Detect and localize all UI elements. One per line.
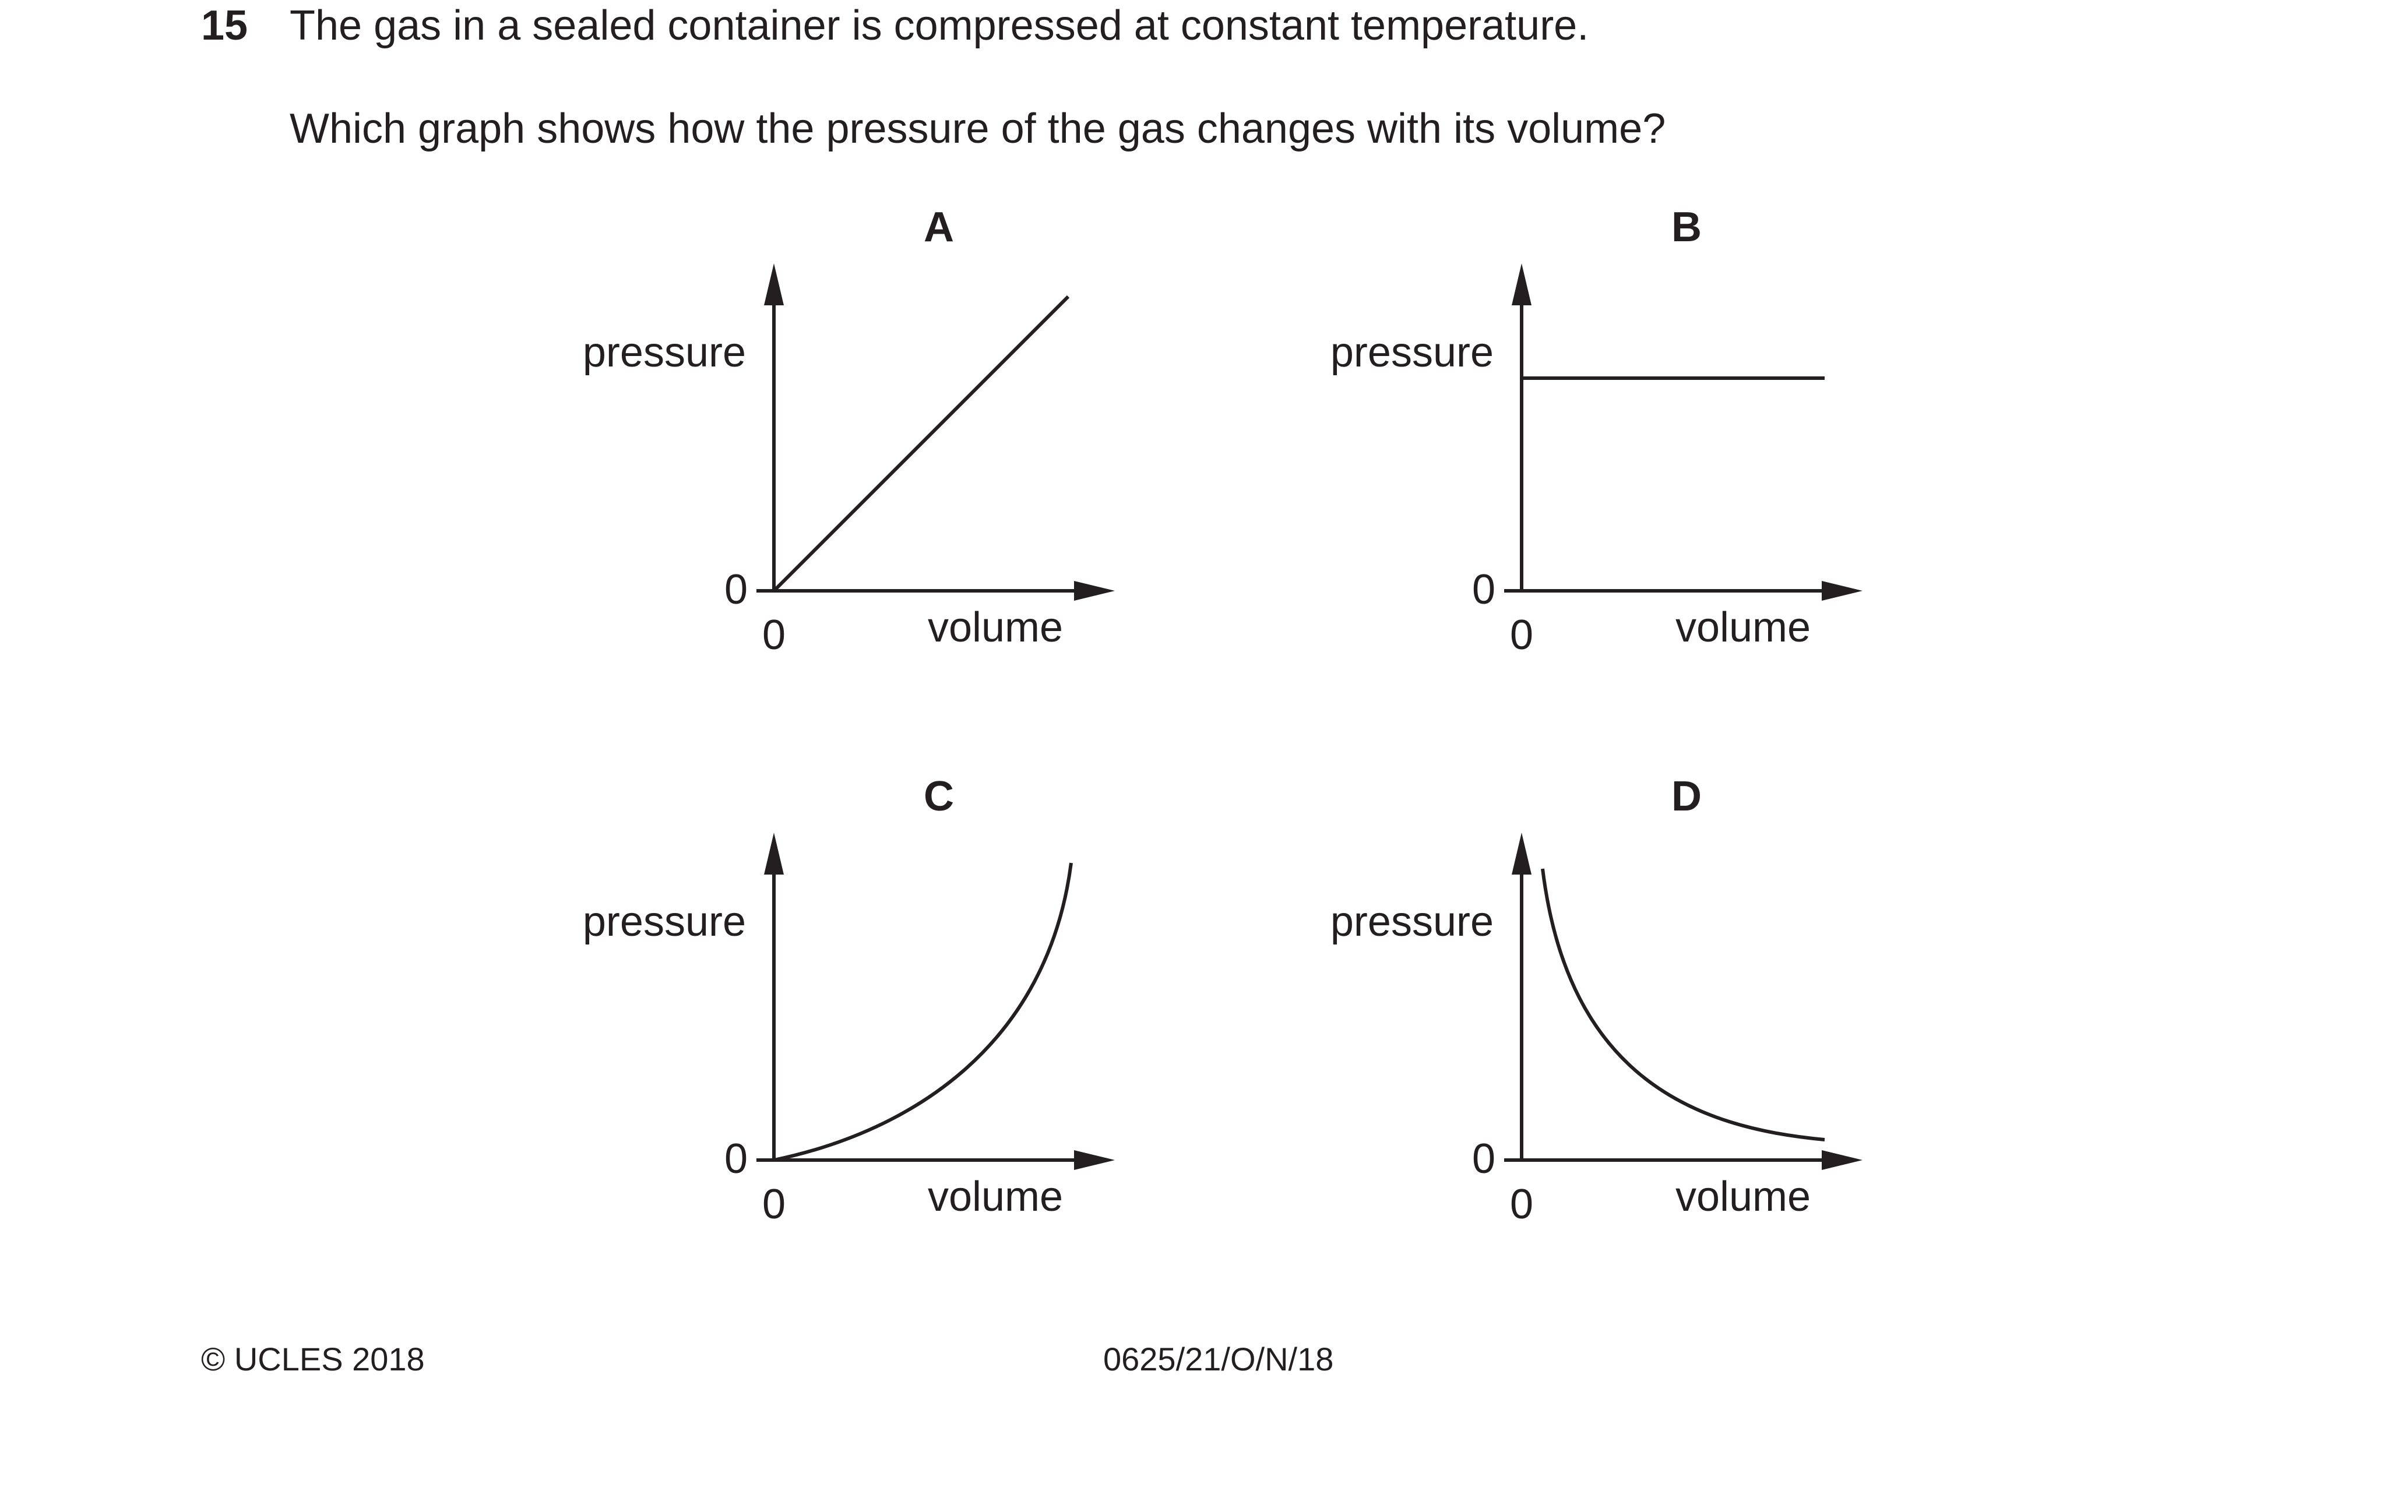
y-origin-label-a: 0 <box>724 566 748 613</box>
y-axis-label-b: pressure <box>1330 329 1494 376</box>
x-origin-label-b: 0 <box>1510 612 1533 658</box>
question-number: 15 <box>201 2 248 49</box>
x-axis-arrow-c <box>1074 1150 1115 1170</box>
y-axis-label-d: pressure <box>1330 898 1494 945</box>
x-axis-arrow-d <box>1822 1150 1863 1170</box>
y-axis-label-a: pressure <box>583 329 746 376</box>
y-axis-arrow-c <box>764 833 784 875</box>
graph-line-a <box>772 295 1070 593</box>
y-axis-arrow-d <box>1512 833 1532 875</box>
y-axis-arrow-a <box>764 263 784 305</box>
y-origin-label-b: 0 <box>1472 566 1495 613</box>
option-letter-d: D <box>1671 773 1702 820</box>
y-axis-label-c: pressure <box>583 898 746 945</box>
option-letter-b: B <box>1671 204 1702 251</box>
graph-line-c <box>773 862 1073 1162</box>
y-origin-label-d: 0 <box>1472 1136 1495 1182</box>
y-axis-arrow-b <box>1512 263 1532 305</box>
x-axis-label-d: volume <box>1675 1173 1811 1220</box>
graph-line-d <box>1541 868 1825 1141</box>
y-origin-label-c: 0 <box>724 1136 748 1182</box>
x-axis-label-a: volume <box>928 604 1063 651</box>
x-origin-label-a: 0 <box>762 612 786 658</box>
x-axis-label-b: volume <box>1675 604 1811 651</box>
option-letter-a: A <box>924 204 954 251</box>
x-axis-arrow-b <box>1822 581 1863 601</box>
question-stem: The gas in a sealed container is compres… <box>290 2 1589 49</box>
copyright-notice: © UCLES 2018 <box>201 1341 425 1377</box>
x-axis-arrow-a <box>1074 581 1115 601</box>
paper-code: 0625/21/O/N/18 <box>1103 1341 1334 1377</box>
x-origin-label-d: 0 <box>1510 1181 1533 1228</box>
question-prompt: Which graph shows how the pressure of th… <box>290 105 1666 152</box>
x-axis-label-c: volume <box>928 1173 1063 1220</box>
option-letter-c: C <box>924 773 954 820</box>
x-origin-label-c: 0 <box>762 1181 786 1228</box>
